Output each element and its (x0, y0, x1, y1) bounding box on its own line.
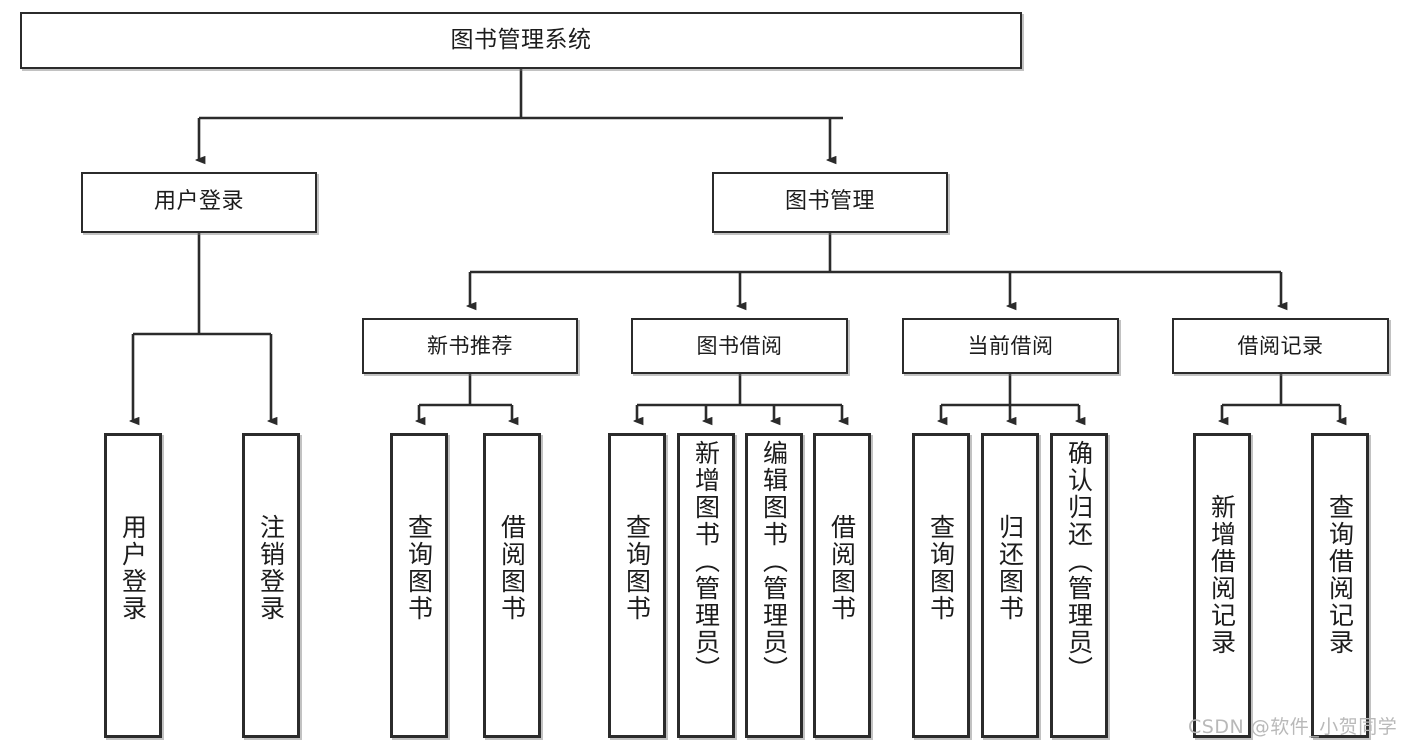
leaf-current-borrow-2[interactable]: 归还图书 (981, 433, 1039, 738)
node-label: 查询图书 (926, 514, 956, 622)
node-borrow-record[interactable]: 借阅记录 (1172, 318, 1389, 374)
node-label: 用户登录 (118, 514, 148, 622)
node-label: 确认归还（管理员） (1064, 440, 1094, 683)
leaf-borrow-record-2[interactable]: 查询借阅记录 (1311, 433, 1369, 738)
leaf-current-borrow-1[interactable]: 查询图书 (912, 433, 970, 738)
node-label: 用户登录 (153, 189, 244, 215)
node-root-system[interactable]: 图书管理系统 (20, 12, 1022, 69)
leaf-borrow-record-1[interactable]: 新增借阅记录 (1193, 433, 1251, 738)
leaf-book-borrow-4[interactable]: 借阅图书 (813, 433, 871, 738)
node-label: 图书管理系统 (450, 26, 592, 53)
leaf-new-book-2[interactable]: 借阅图书 (483, 433, 541, 738)
node-label: 查询图书 (622, 514, 652, 622)
leaf-user-login-1[interactable]: 用户登录 (104, 433, 162, 738)
leaf-book-borrow-3[interactable]: 编辑图书（管理员） (745, 433, 803, 738)
node-new-book-recommend[interactable]: 新书推荐 (362, 318, 578, 374)
node-current-borrow[interactable]: 当前借阅 (902, 318, 1119, 374)
leaf-current-borrow-3[interactable]: 确认归还（管理员） (1050, 433, 1108, 738)
node-label: 查询图书 (404, 514, 434, 622)
leaf-new-book-1[interactable]: 查询图书 (390, 433, 448, 738)
leaf-book-borrow-1[interactable]: 查询图书 (608, 433, 666, 738)
node-label: 归还图书 (995, 514, 1025, 622)
node-book-management[interactable]: 图书管理 (712, 172, 948, 233)
node-label: 借阅记录 (1237, 333, 1324, 358)
node-label: 图书借阅 (696, 333, 783, 358)
leaf-book-borrow-2[interactable]: 新增图书（管理员） (677, 433, 735, 738)
node-label: 查询借阅记录 (1325, 494, 1355, 656)
node-label: 图书管理 (784, 189, 875, 215)
node-label: 编辑图书（管理员） (759, 440, 789, 683)
node-book-borrow[interactable]: 图书借阅 (631, 318, 848, 374)
node-label: 新增图书（管理员） (691, 440, 721, 683)
node-user-login[interactable]: 用户登录 (81, 172, 317, 233)
leaf-user-login-2[interactable]: 注销登录 (242, 433, 300, 738)
node-label: 新增借阅记录 (1207, 494, 1237, 656)
node-label: 注销登录 (256, 514, 286, 622)
node-label: 当前借阅 (967, 333, 1054, 358)
node-label: 新书推荐 (427, 333, 513, 358)
node-label: 借阅图书 (497, 514, 527, 622)
node-label: 借阅图书 (827, 514, 857, 622)
